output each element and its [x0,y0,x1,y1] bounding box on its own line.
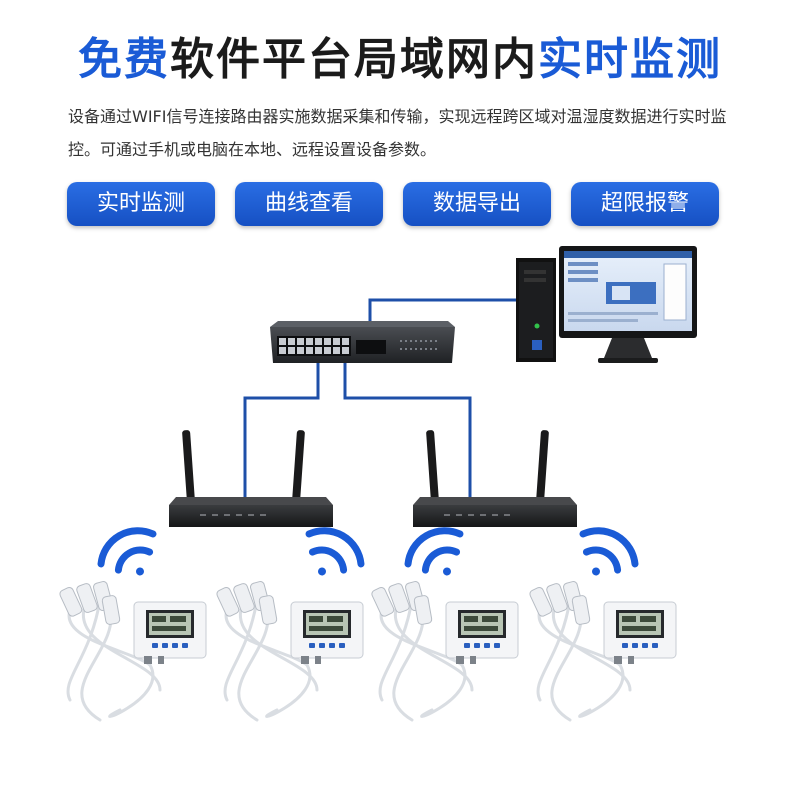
feature-tag-curve: 曲线查看 [235,182,383,226]
data-logger-unit-4 [529,581,677,722]
network-wires [243,298,520,498]
data-logger-icon [290,601,364,664]
data-logger-icon [603,601,677,664]
sensor-probe-icon [536,598,632,722]
desktop-computer-icon [516,246,697,363]
wifi-signal-icon [305,527,365,576]
title-free: 免费 [78,34,170,85]
wire-switch-to-router-left [243,362,320,498]
wifi-router-icon [169,430,333,527]
data-logger-icon [445,601,519,664]
network-switch-icon [270,321,455,363]
wifi-signal-icon [404,527,464,576]
wire-switch-to-router-right [343,362,472,498]
feature-tags: 实时监测 曲线查看 数据导出 超限报警 [0,182,800,227]
feature-tag-realtime: 实时监测 [67,182,215,226]
title-realtime: 实时监测 [538,34,722,85]
wifi-signal-icon [579,527,639,576]
wifi-signal-icon [97,527,157,576]
data-logger-unit-3 [371,581,519,722]
data-logger-icon [133,601,207,664]
feature-tag-export: 数据导出 [403,182,551,226]
title-middle: 软件平台局域网内 [170,34,538,85]
feature-tag-alarm: 超限报警 [571,182,719,226]
wifi-router-icon [413,430,577,527]
data-logger-unit-1 [59,581,207,722]
description-text: 设备通过WIFI信号连接路由器实施数据采集和传输，实现远程跨区域对温湿度数据进行… [68,107,727,159]
wire-switch-to-pc [368,298,520,330]
sensor-probe-icon [223,598,319,722]
data-logger-unit-2 [216,581,364,722]
page-title: 免费软件平台局域网内实时监测 [0,30,800,90]
